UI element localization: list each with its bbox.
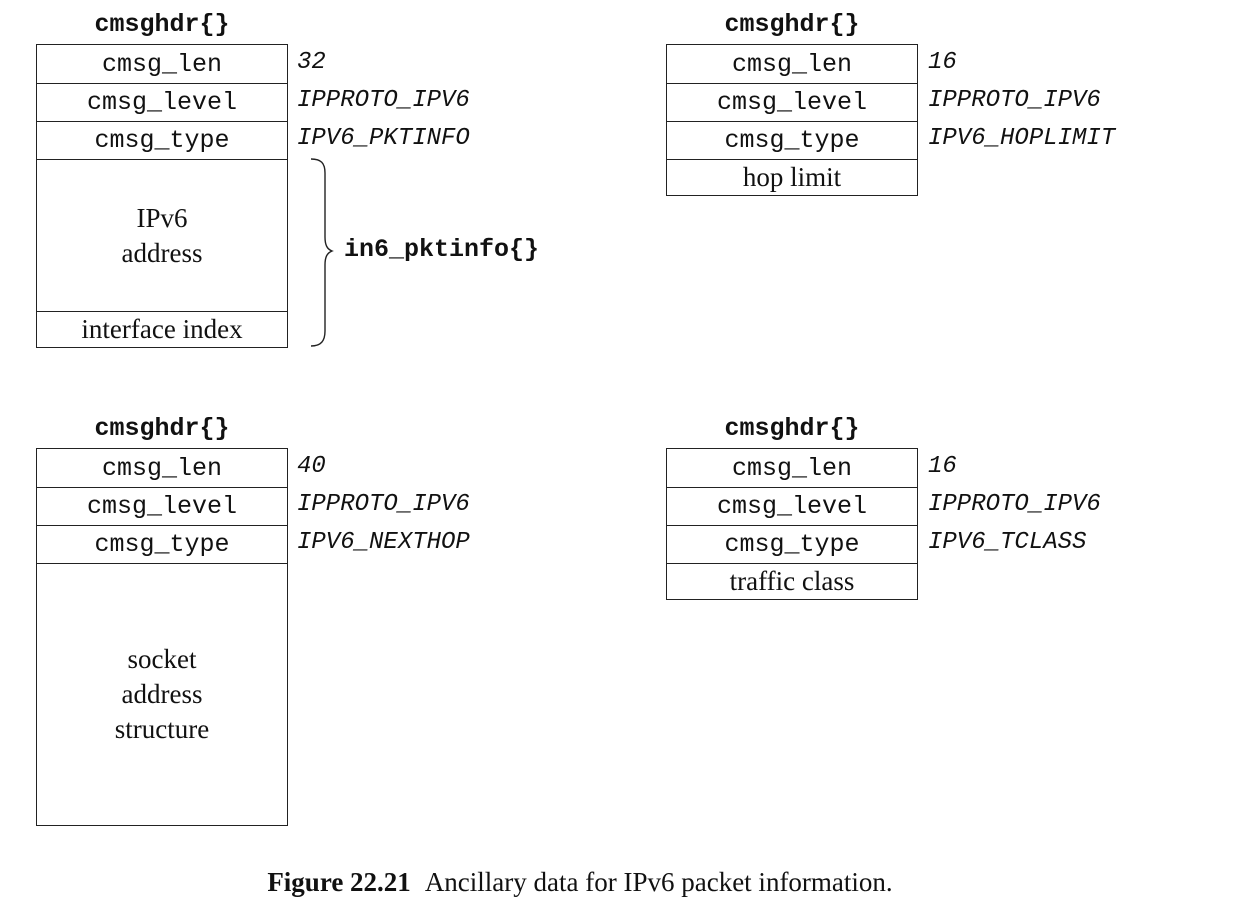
value-cmsg-type: IPV6_HOPLIMIT [928,125,1116,152]
field-cmsg-len: cmsg_len [101,49,223,79]
field-cmsg-level: cmsg_level [37,487,287,525]
cmsghdr-box-hoplimit: cmsg_len cmsg_level cmsg_type hop limit [666,44,918,196]
field-cmsg-level: cmsg_level [37,83,287,121]
payload-ipv6-address: IPv6 address [37,159,287,311]
field-cmsg-type: cmsg_type [667,525,917,563]
field-cmsg-len: cmsg_len [731,49,853,79]
payload-socket-address-structure: socket address structure [37,563,287,825]
cmsghdr-box-pktinfo: cmsg_len cmsg_level cmsg_type IPv6 addre… [36,44,288,348]
payload-traffic-class: traffic class [667,563,917,599]
figure-caption: Figure 22.21 Ancillary data for IPv6 pack… [0,866,1160,898]
struct-title-pktinfo: cmsghdr{} [94,10,230,39]
value-cmsg-len: 16 [928,453,957,480]
payload-line: address [121,237,203,268]
payload-line: address [121,679,203,709]
value-cmsg-len: 40 [297,453,326,480]
value-cmsg-level: IPPROTO_IPV6 [297,87,470,114]
payload-line: socket [127,644,197,674]
value-cmsg-type: IPV6_NEXTHOP [297,529,470,556]
value-cmsg-type: IPV6_TCLASS [928,529,1087,556]
field-cmsg-level: cmsg_level [667,487,917,525]
payload-line: structure [114,714,210,744]
figure-number: Figure 22.21 [267,867,411,897]
field-cmsg-len: cmsg_len [101,453,223,483]
value-cmsg-len: 16 [928,49,957,76]
figure-caption-text: Ancillary data for IPv6 packet informati… [424,867,893,897]
value-cmsg-level: IPPROTO_IPV6 [928,87,1101,114]
field-cmsg-len: cmsg_len [731,453,853,483]
payload-hop-limit: hop limit [667,159,917,195]
field-cmsg-type: cmsg_type [37,121,287,159]
field-cmsg-level: cmsg_level [667,83,917,121]
cmsghdr-box-tclass: cmsg_len cmsg_level cmsg_type traffic cl… [666,448,918,600]
payload-line: IPv6 [136,202,188,233]
struct-title-hoplimit: cmsghdr{} [724,10,860,39]
struct-label-in6-pktinfo: in6_pktinfo{} [344,235,540,264]
right-brace-icon [310,158,334,347]
struct-title-tclass: cmsghdr{} [724,414,860,443]
field-cmsg-type: cmsg_type [37,525,287,563]
value-cmsg-level: IPPROTO_IPV6 [928,491,1101,518]
struct-title-nexthop: cmsghdr{} [94,414,230,443]
value-cmsg-len: 32 [297,49,326,76]
cmsghdr-box-nexthop: cmsg_len cmsg_level cmsg_type socket add… [36,448,288,826]
payload-interface-index: interface index [37,311,287,347]
value-cmsg-level: IPPROTO_IPV6 [297,491,470,518]
value-cmsg-type: IPV6_PKTINFO [297,125,470,152]
field-cmsg-type: cmsg_type [667,121,917,159]
